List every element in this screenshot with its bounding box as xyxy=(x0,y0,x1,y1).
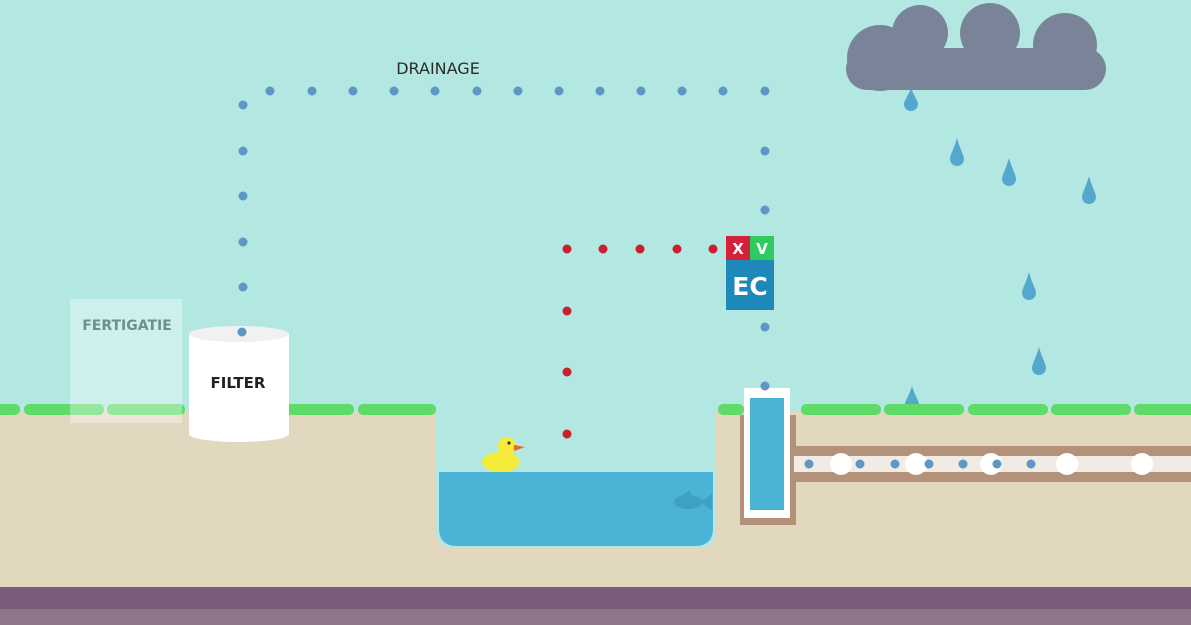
filter-tank: FILTER xyxy=(189,326,289,442)
filter-label: FILTER xyxy=(211,374,266,392)
reject-indicator xyxy=(726,236,750,260)
fertigatie-box xyxy=(70,299,182,423)
raindrop xyxy=(1022,272,1036,300)
bedrock-layer-lower xyxy=(0,609,1191,625)
drainage-path-dots xyxy=(238,86,770,391)
pipe-drainage-dots xyxy=(804,459,1036,469)
drainage-dot-filter-inlet xyxy=(237,327,247,337)
fertigatie-label: FERTIGATIE xyxy=(82,318,172,334)
raindrop xyxy=(1002,158,1016,186)
drainage-label: DRAINAGE xyxy=(396,59,480,78)
pond-water xyxy=(439,472,713,546)
ec-label: EC xyxy=(732,272,767,301)
reject-path-dots xyxy=(562,244,718,439)
collection-shaft-water xyxy=(750,398,784,510)
accept-indicator xyxy=(750,236,774,260)
raindrop xyxy=(950,138,964,166)
bedrock-layer xyxy=(0,587,1191,609)
duck-icon xyxy=(482,437,525,472)
reject-label: X xyxy=(732,240,744,258)
ec-meter xyxy=(726,260,774,310)
ec-sensor: X V EC xyxy=(726,236,774,310)
fish-icon xyxy=(674,490,712,510)
raindrop xyxy=(1032,347,1046,375)
accept-label: V xyxy=(756,240,768,258)
raindrop xyxy=(1082,176,1096,204)
raindrop xyxy=(904,88,918,111)
rain-cloud xyxy=(846,3,1106,91)
